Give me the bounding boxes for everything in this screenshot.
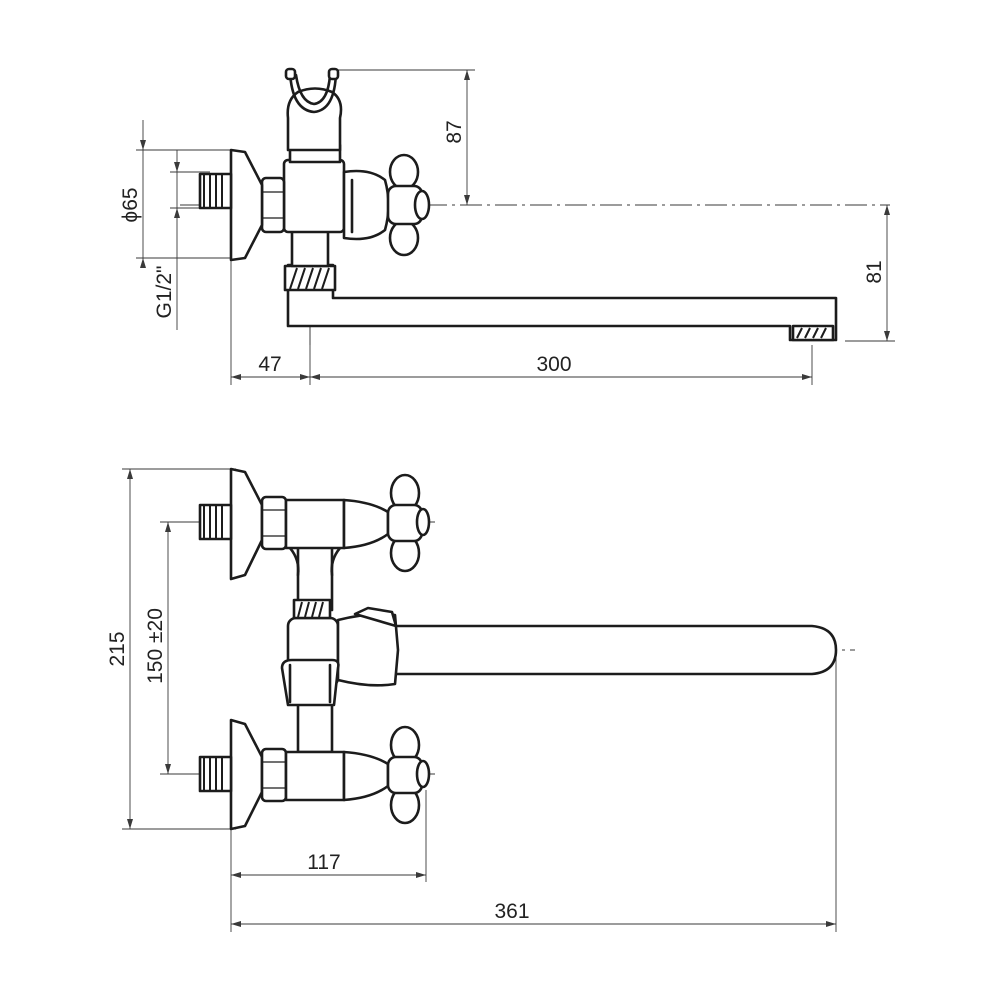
- wall-offset-label: 47: [258, 353, 281, 376]
- valve-body-side: [282, 158, 346, 234]
- hex-nut-side: [260, 176, 286, 234]
- side-view: ϕ65 G1/2" 87 81 47 300: [119, 67, 895, 385]
- height-top-label: 87: [443, 120, 466, 143]
- inlet-spacing-label: 150 ±20: [144, 608, 167, 684]
- front-view-dimension-lines: [122, 468, 837, 932]
- side-view-dimension-lines: [136, 69, 895, 385]
- diameter-label: ϕ65: [119, 187, 142, 222]
- thread-label: G1/2": [153, 266, 176, 319]
- shower-holder-front: [280, 658, 340, 707]
- overall-length-label: 361: [494, 900, 529, 923]
- lower-valve: [198, 718, 431, 831]
- height-bottom-label: 81: [863, 260, 886, 283]
- spout-length-label: 300: [536, 353, 571, 376]
- wall-flange-side: [229, 148, 264, 262]
- upper-valve: [198, 467, 431, 581]
- front-view: 215 150 ±20 117 361: [106, 467, 855, 932]
- overall-height-label: 215: [106, 631, 129, 666]
- cross-handle-side: [386, 153, 431, 257]
- spout-side: [286, 263, 838, 342]
- handle-offset-label: 117: [307, 851, 340, 874]
- spout-front: [393, 624, 838, 676]
